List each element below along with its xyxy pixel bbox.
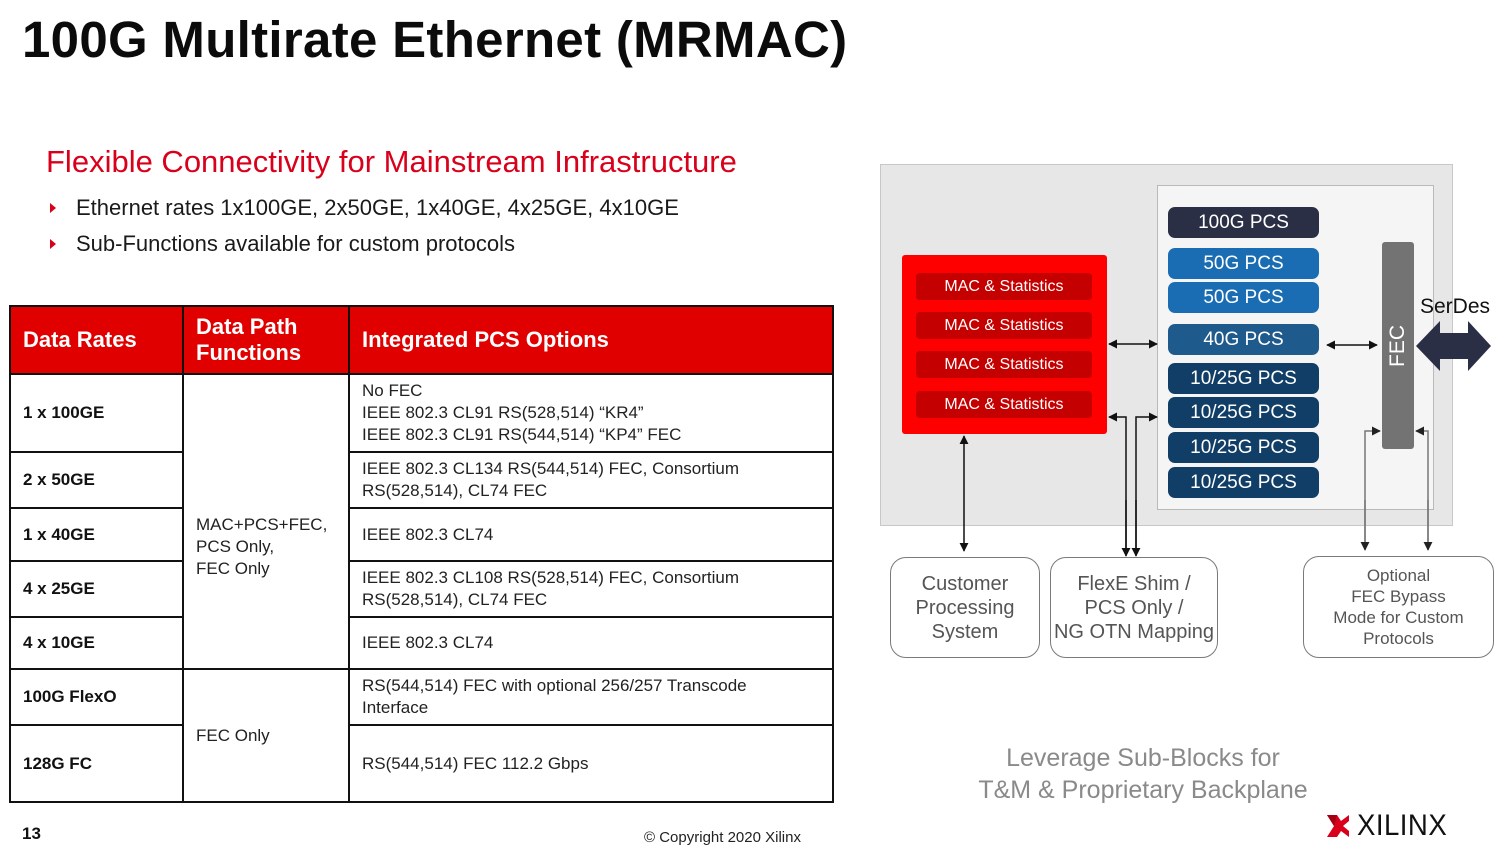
mac-statistics-unit: MAC & Statistics: [916, 273, 1092, 300]
block-line: FlexE Shim /: [1077, 572, 1191, 595]
xilinx-logo-text: XILINX: [1357, 809, 1448, 842]
header-line: Functions: [196, 340, 302, 365]
bullet-item: Ethernet rates 1x100GE, 2x50GE, 1x40GE, …: [48, 194, 679, 230]
option-line: Interface: [362, 698, 429, 717]
rate-cell: 4 x 10GE: [9, 616, 184, 670]
block-line: Mode for Custom: [1333, 608, 1464, 627]
option-line: IEEE 802.3 CL74: [362, 633, 494, 652]
xilinx-logo-mark-icon: [1327, 815, 1349, 837]
block-line: PCS Only /: [1084, 596, 1184, 619]
function-line: PCS Only,: [196, 536, 275, 556]
bullet-text: Sub-Functions available for custom proto…: [76, 231, 515, 256]
fec-label: FEC: [1386, 324, 1409, 367]
pcs-block-100g: 100G PCS: [1168, 207, 1319, 238]
block-line: Processing: [915, 596, 1015, 619]
table-row: 2 x 50GE IEEE 802.3 CL134 RS(544,514) FE…: [9, 451, 834, 509]
caption-line: T&M & Proprietary Backplane: [978, 776, 1308, 804]
block-line: Protocols: [1363, 629, 1434, 648]
function-line: MAC+PCS+FEC,: [196, 514, 328, 534]
options-cell: IEEE 802.3 CL108 RS(528,514) FEC, Consor…: [348, 560, 834, 618]
option-line: IEEE 802.3 CL108 RS(528,514) FEC, Consor…: [362, 568, 740, 587]
mac-statistics-unit: MAC & Statistics: [916, 312, 1092, 339]
option-line: No FEC: [362, 381, 423, 400]
option-line: IEEE 802.3 CL91 RS(528,514) “KR4”: [362, 403, 644, 422]
table-row: 1 x 40GE IEEE 802.3 CL74: [9, 507, 834, 562]
header-line: Data Path: [196, 314, 298, 339]
flexe-shim-block: FlexE Shim / PCS Only / NG OTN Mapping: [1050, 557, 1218, 658]
option-line: RS(544,514) FEC 112.2 Gbps: [362, 753, 589, 773]
rate-cell: 128G FC: [9, 724, 184, 803]
bullet-arrow-icon: [50, 203, 56, 213]
fec-bypass-block: Optional FEC Bypass Mode for Custom Prot…: [1303, 556, 1494, 658]
option-line: RS(528,514), CL74 FEC: [362, 590, 548, 609]
fec-block: FEC: [1382, 242, 1414, 449]
table-row: 100G FlexO FEC Only RS(544,514) FEC with…: [9, 668, 834, 803]
slide-subtitle: Flexible Connectivity for Mainstream Inf…: [46, 144, 737, 179]
bullet-list: Ethernet rates 1x100GE, 2x50GE, 1x40GE, …: [48, 194, 679, 266]
serdes-label: SerDes: [1420, 295, 1491, 318]
customer-processing-system-block: Customer Processing System: [890, 557, 1040, 658]
pcs-block-10-25g: 10/25G PCS: [1168, 467, 1319, 498]
pcs-block-10-25g: 10/25G PCS: [1168, 363, 1319, 394]
option-line: IEEE 802.3 CL74: [362, 524, 494, 544]
options-cell: RS(544,514) FEC 112.2 Gbps: [348, 724, 834, 803]
table-row: 1 x 100GE MAC+PCS+FEC, PCS Only, FEC Onl…: [9, 373, 834, 670]
function-line: FEC Only: [196, 558, 270, 578]
slide-title: 100G Multirate Ethernet (MRMAC): [22, 11, 848, 68]
rate-cell: 2 x 50GE: [9, 451, 184, 509]
caption-line: Leverage Sub-Blocks for: [1006, 744, 1280, 772]
options-cell: IEEE 802.3 CL134 RS(544,514) FEC, Consor…: [348, 451, 834, 509]
xilinx-logo: XILINX: [1325, 808, 1455, 844]
copyright-notice: © Copyright 2020 Xilinx: [644, 829, 801, 846]
table-row: 4 x 10GE IEEE 802.3 CL74: [9, 616, 834, 670]
function-cell: MAC+PCS+FEC, PCS Only, FEC Only: [182, 373, 350, 670]
function-line: FEC Only: [196, 725, 270, 745]
diagram-caption: Leverage Sub-Blocks for T&M & Proprietar…: [960, 742, 1326, 806]
pcs-block-10-25g: 10/25G PCS: [1168, 397, 1319, 428]
function-cell: FEC Only: [182, 668, 350, 803]
options-cell: IEEE 802.3 CL74: [348, 616, 834, 670]
pcs-block-40g: 40G PCS: [1168, 324, 1319, 355]
bullet-text: Ethernet rates 1x100GE, 2x50GE, 1x40GE, …: [76, 195, 679, 220]
block-line: System: [931, 620, 999, 643]
option-line: RS(544,514) FEC with optional 256/257 Tr…: [362, 676, 747, 695]
block-line: Customer: [921, 572, 1009, 595]
options-cell: IEEE 802.3 CL74: [348, 507, 834, 562]
table-row: 128G FC RS(544,514) FEC 112.2 Gbps: [9, 724, 834, 803]
rate-cell: 4 x 25GE: [9, 560, 184, 618]
option-line: IEEE 802.3 CL134 RS(544,514) FEC, Consor…: [362, 459, 740, 478]
option-line: IEEE 802.3 CL91 RS(544,514) “KP4” FEC: [362, 425, 682, 444]
rate-cell: 1 x 40GE: [9, 507, 184, 562]
pcs-block-50g: 50G PCS: [1168, 282, 1319, 313]
header-integrated-pcs-options: Integrated PCS Options: [348, 305, 834, 375]
header-data-rates: Data Rates: [9, 305, 184, 375]
pcs-block-10-25g: 10/25G PCS: [1168, 432, 1319, 463]
table-row: 4 x 25GE IEEE 802.3 CL108 RS(528,514) FE…: [9, 560, 834, 618]
block-line: NG OTN Mapping: [1053, 620, 1215, 643]
mac-statistics-unit: MAC & Statistics: [916, 391, 1092, 418]
page-number: 13: [22, 824, 41, 843]
block-line: FEC Bypass: [1351, 587, 1446, 606]
bullet-arrow-icon: [50, 239, 56, 249]
options-cell: RS(544,514) FEC with optional 256/257 Tr…: [348, 668, 834, 726]
pcs-block-50g: 50G PCS: [1168, 248, 1319, 279]
mac-statistics-unit: MAC & Statistics: [916, 351, 1092, 378]
bullet-item: Sub-Functions available for custom proto…: [48, 230, 679, 266]
option-line: RS(528,514), CL74 FEC: [362, 481, 548, 500]
options-cell: No FEC IEEE 802.3 CL91 RS(528,514) “KR4”…: [348, 373, 834, 453]
rate-cell: 100G FlexO: [9, 668, 184, 726]
block-line: Optional: [1366, 566, 1431, 585]
rate-cell: 1 x 100GE: [9, 373, 184, 453]
